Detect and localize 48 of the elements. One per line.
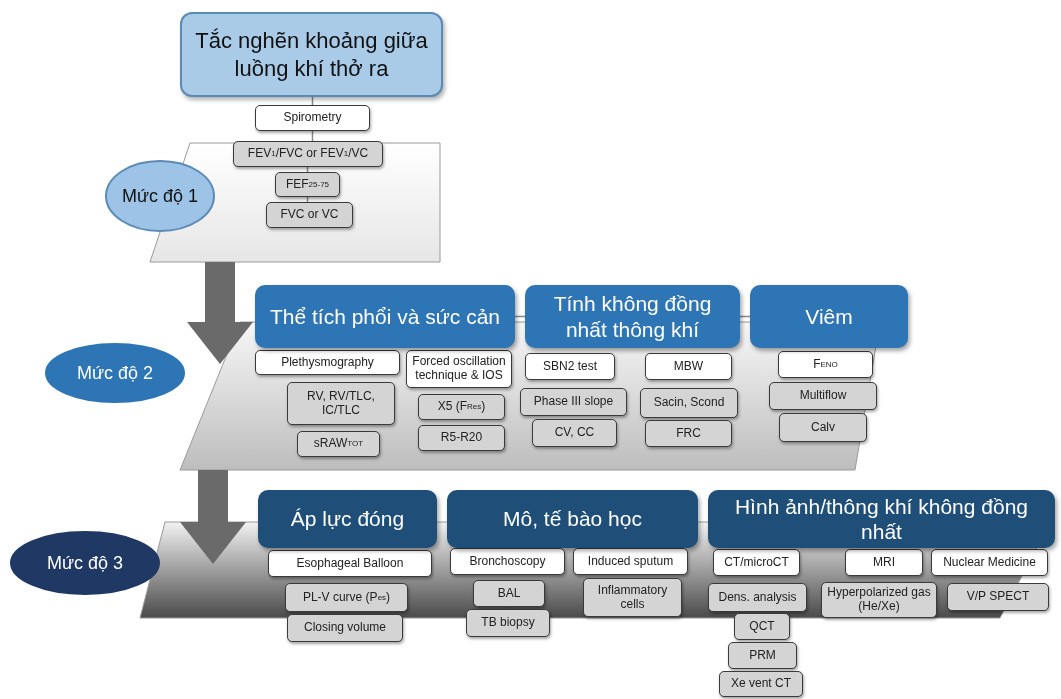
test-box: MRI (845, 549, 923, 576)
measure-box: BAL (473, 580, 545, 607)
category-header: Viêm (750, 285, 908, 348)
measure-box: Calv (779, 413, 867, 442)
measure-box: Sacin, Scond (640, 388, 738, 418)
measure-box: QCT (734, 613, 790, 640)
category-header: Tính không đồng nhất thông khí (525, 285, 740, 348)
measure-box: Dens. analysis (708, 583, 807, 612)
connector-line (311, 96, 314, 106)
measure-box: TB biopsy (466, 609, 550, 637)
test-box: Plethysmography (255, 350, 400, 375)
test-box: Spirometry (255, 105, 370, 131)
level-label: Mức độ 2 (76, 362, 154, 384)
title-box: Tắc nghẽn khoảng giữa luồng khí thở ra (180, 12, 443, 97)
connector-line (306, 196, 309, 203)
block-arrow (187, 262, 253, 364)
test-box: Induced sputum (573, 548, 688, 575)
measure-box: Hyperpolarized gas (He/Xe) (821, 582, 937, 618)
connector-line (311, 130, 314, 142)
category-header: Mô, tế bào học (447, 490, 698, 548)
test-box: SBN2 test (525, 353, 615, 380)
measure-box: Inflammatory cells (583, 578, 682, 617)
measure-box: FRC (645, 420, 732, 447)
test-box: CT/microCT (713, 549, 800, 576)
test-box: Nuclear Medicine (931, 549, 1048, 576)
measure-box: CV, CC (532, 419, 617, 447)
measure-box: Xe vent CT (719, 671, 803, 697)
test-box: Forced oscillation technique & IOS (406, 350, 512, 388)
category-header: Hình ảnh/thông khí không đồng nhất (708, 490, 1055, 548)
category-header: Thể tích phổi và sức cản (255, 285, 515, 348)
block-arrow (180, 470, 246, 564)
level-label: Mức độ 3 (46, 552, 124, 574)
level-label: Mức độ 1 (121, 185, 199, 207)
measure-box: PRM (728, 642, 797, 669)
connector-line (306, 166, 309, 173)
measure-box: V/P SPECT (947, 583, 1049, 611)
test-box: MBW (645, 353, 732, 380)
measure-box: FVC or VC (266, 202, 353, 228)
connector-line (514, 315, 526, 318)
measure-box: Multiflow (769, 382, 877, 410)
measure-box: R5-R20 (418, 425, 505, 451)
category-header: Áp lực đóng (258, 490, 437, 548)
connector-line (739, 315, 751, 318)
test-box: Esophageal Balloon (268, 550, 432, 577)
measure-box: Phase III slope (520, 388, 627, 416)
measure-box: Closing volume (287, 614, 403, 642)
measure-box: RV, RV/TLC, IC/TLC (287, 382, 395, 425)
test-box: Bronchoscopy (450, 548, 565, 575)
